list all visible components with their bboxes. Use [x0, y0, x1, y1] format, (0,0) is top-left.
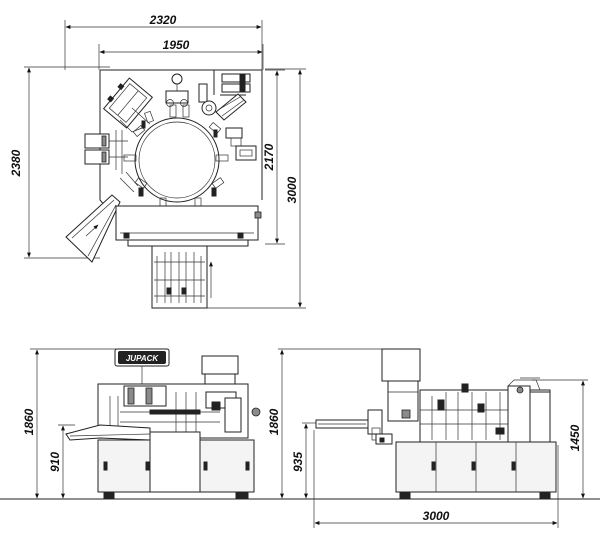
front-height-infeed-label: 910 — [48, 452, 62, 472]
top-view: 2320 1950 2380 2170 3000 — [9, 13, 306, 309]
side-height-discharge-label: 1450 — [568, 424, 582, 451]
brand-logo: JUPACK — [126, 354, 160, 363]
top-width-outer-label: 2320 — [149, 13, 177, 27]
front-view: 1860 910 JUPACK — [0, 348, 600, 500]
side-view: 1860 935 1450 3000 — [267, 348, 588, 528]
top-width-inner-label: 1950 — [163, 38, 190, 52]
front-height-total-label: 1860 — [22, 408, 36, 435]
top-depth-left-label: 2380 — [9, 149, 23, 177]
side-height-total-label: 1860 — [267, 408, 281, 435]
top-depth-total-label: 3000 — [285, 176, 299, 203]
side-height-infeed-label: 935 — [291, 452, 305, 472]
side-length-total-label: 3000 — [423, 509, 450, 523]
top-depth-inner-label: 2170 — [262, 143, 276, 171]
